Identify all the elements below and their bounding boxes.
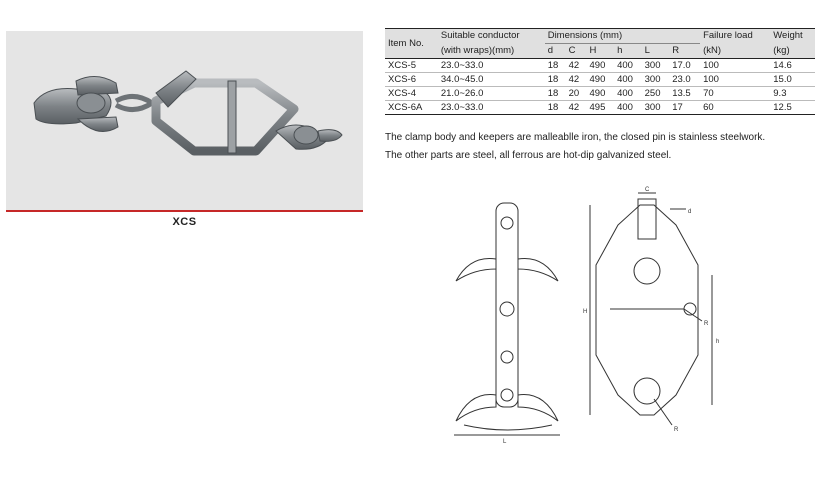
header-dim-h-upper: H xyxy=(586,43,615,59)
cell-l: 300 xyxy=(641,72,670,87)
label-R1: R xyxy=(704,321,709,327)
description-line-1: The clamp body and keepers are malleabll… xyxy=(385,132,766,143)
header-dim-l: L xyxy=(641,43,670,59)
label-d: d xyxy=(688,209,691,215)
label-C: C xyxy=(645,187,650,193)
upper-right-wing xyxy=(517,257,559,282)
bottom-hole xyxy=(500,388,514,402)
table-row: XCS-4 21.0~26.0 18 20 490 400 250 13.5 7… xyxy=(385,86,815,101)
technical-drawing: L C d H h R R xyxy=(454,187,719,445)
header-conductor-line2: (with wraps)(mm) xyxy=(437,43,545,59)
cell-item: XCS-6A xyxy=(385,100,438,115)
label-h: h xyxy=(716,339,719,345)
cell-failure-load: 100 xyxy=(700,72,771,87)
dim-r1-leader xyxy=(683,308,703,322)
header-conductor-line1: Suitable conductor xyxy=(437,28,545,44)
upper-left-wing xyxy=(455,257,497,282)
header-dimensions: Dimensions (mm) xyxy=(544,28,701,44)
cell-l: 300 xyxy=(641,100,670,115)
top-hole xyxy=(500,216,514,230)
cell-r: 23.0 xyxy=(669,72,701,87)
upper-clamp-circle xyxy=(633,257,661,285)
cell-weight: 14.6 xyxy=(770,58,815,73)
header-item-no: Item No. xyxy=(385,28,438,59)
material-description: The clamp body and keepers are malleabll… xyxy=(385,129,825,165)
product-photo xyxy=(33,70,343,156)
header-dim-r: R xyxy=(669,43,701,59)
cell-h-upper: 490 xyxy=(586,86,615,101)
cell-h-lower: 400 xyxy=(614,86,642,101)
cell-failure-load: 70 xyxy=(700,86,771,101)
description-line-2: The other parts are steel, all ferrous a… xyxy=(385,150,672,161)
cell-d: 18 xyxy=(544,58,566,73)
cell-h-lower: 400 xyxy=(614,100,642,115)
lower-right-wing xyxy=(517,394,559,422)
header-weight-line1: Weight xyxy=(770,28,815,44)
label-H: H xyxy=(583,309,587,315)
table-row: XCS-6A 23.0~33.0 18 42 495 400 300 17 60… xyxy=(385,100,815,115)
header-failure-line1: Failure load xyxy=(700,28,771,44)
header-dim-c: C xyxy=(565,43,587,59)
front-strap xyxy=(495,202,519,408)
cell-h-upper: 490 xyxy=(586,72,615,87)
cell-conductor: 23.0~33.0 xyxy=(437,58,545,73)
cell-weight: 9.3 xyxy=(770,86,815,101)
cell-conductor: 21.0~26.0 xyxy=(437,86,545,101)
cell-c: 20 xyxy=(565,86,587,101)
cell-h-upper: 490 xyxy=(586,58,615,73)
lower-bolt xyxy=(500,350,514,364)
lower-clamp-circle xyxy=(633,377,661,405)
cell-h-upper: 495 xyxy=(586,100,615,115)
table-row: XCS-6 34.0~45.0 18 42 490 400 300 23.0 1… xyxy=(385,72,815,87)
cell-conductor: 23.0~33.0 xyxy=(437,100,545,115)
dim-r2-leader xyxy=(653,398,673,426)
cell-c: 42 xyxy=(565,72,587,87)
cell-failure-load: 100 xyxy=(700,58,771,73)
header-weight-line2: (kg) xyxy=(770,43,815,59)
label-R2: R xyxy=(674,427,679,433)
cell-l: 250 xyxy=(641,86,670,101)
cell-weight: 15.0 xyxy=(770,72,815,87)
label-L: L xyxy=(503,439,507,445)
top-clevis xyxy=(637,198,657,240)
cell-failure-load: 60 xyxy=(700,100,771,115)
side-frame xyxy=(595,204,699,416)
cell-item: XCS-4 xyxy=(385,86,438,101)
cell-item: XCS-5 xyxy=(385,58,438,73)
header-failure-line2: (kN) xyxy=(700,43,771,59)
cell-d: 18 xyxy=(544,72,566,87)
cell-d: 18 xyxy=(544,100,566,115)
cell-item: XCS-6 xyxy=(385,72,438,87)
specification-table: Item No. Suitable conductor Dimensions (… xyxy=(385,28,815,115)
cell-conductor: 34.0~45.0 xyxy=(437,72,545,87)
product-name: XCS xyxy=(172,216,197,228)
header-dim-d: d xyxy=(544,43,566,59)
table-row: XCS-5 23.0~33.0 18 42 490 400 300 17.0 1… xyxy=(385,58,815,73)
header-dim-h-lower: h xyxy=(614,43,642,59)
cell-l: 300 xyxy=(641,58,670,73)
cell-c: 42 xyxy=(565,100,587,115)
cell-h-lower: 400 xyxy=(614,72,642,87)
lower-left-wing xyxy=(455,394,497,422)
cell-r: 13.5 xyxy=(669,86,701,101)
cell-c: 42 xyxy=(565,58,587,73)
cell-h-lower: 400 xyxy=(614,58,642,73)
middle-bolt xyxy=(499,301,515,317)
cell-d: 18 xyxy=(544,86,566,101)
lower-saddle xyxy=(463,424,553,431)
cell-weight: 12.5 xyxy=(770,100,815,115)
product-photo-panel xyxy=(6,31,363,212)
cell-r: 17.0 xyxy=(669,58,701,73)
cell-r: 17 xyxy=(669,100,701,115)
